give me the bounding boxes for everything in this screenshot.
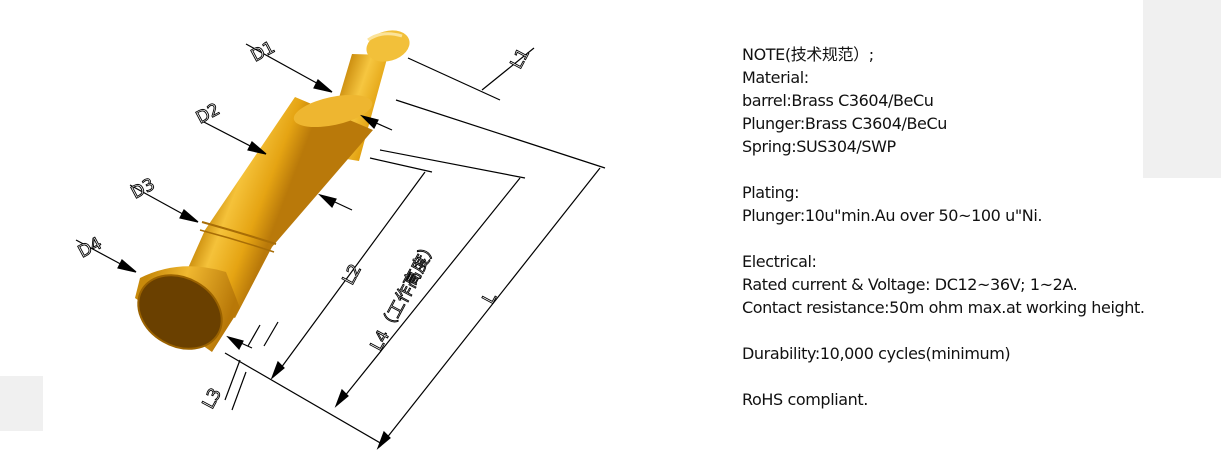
rohs: RoHS compliant. xyxy=(742,390,868,409)
electrical-rated: Rated current & Voltage: DC12~36V; 1~2A. xyxy=(742,275,1078,294)
label-d1: D1 xyxy=(248,38,278,67)
side-panel-right xyxy=(1143,0,1221,178)
plating-title: Plating: xyxy=(742,183,800,202)
electrical-title: Electrical: xyxy=(742,252,817,271)
notes-heading: NOTE(技术规范）; xyxy=(742,45,874,64)
side-panel-left xyxy=(0,376,43,431)
pogo-pin-diagram: D1 D2 D3 D4 L1 L2 L4（工作高度） L L3 xyxy=(75,30,606,450)
label-d3: D3 xyxy=(128,175,158,204)
plating-plunger: Plunger:10u"min.Au over 50~100 u"Ni. xyxy=(742,206,1043,225)
label-l3: L3 xyxy=(199,385,226,412)
label-d2: D2 xyxy=(193,100,223,129)
label-l1: L1 xyxy=(507,45,534,72)
label-l: L xyxy=(479,289,501,307)
material-title: Material: xyxy=(742,68,809,87)
label-l4: L4（工作高度） xyxy=(367,237,442,354)
material-barrel: barrel:Brass C3604/BeCu xyxy=(742,91,934,110)
material-plunger: Plunger:Brass C3604/BeCu xyxy=(742,114,947,133)
dimension-lines xyxy=(75,43,606,450)
barrel xyxy=(176,94,373,318)
material-spring: Spring:SUS304/SWP xyxy=(742,137,896,156)
electrical-contact: Contact resistance:50m ohm max.at workin… xyxy=(742,298,1145,317)
spec-notes: NOTE(技术规范）; Material: barrel:Brass C3604… xyxy=(742,43,1212,411)
durability: Durability:10,000 cycles(minimum) xyxy=(742,344,1011,363)
flange xyxy=(135,266,240,352)
label-d4: D4 xyxy=(75,234,105,263)
